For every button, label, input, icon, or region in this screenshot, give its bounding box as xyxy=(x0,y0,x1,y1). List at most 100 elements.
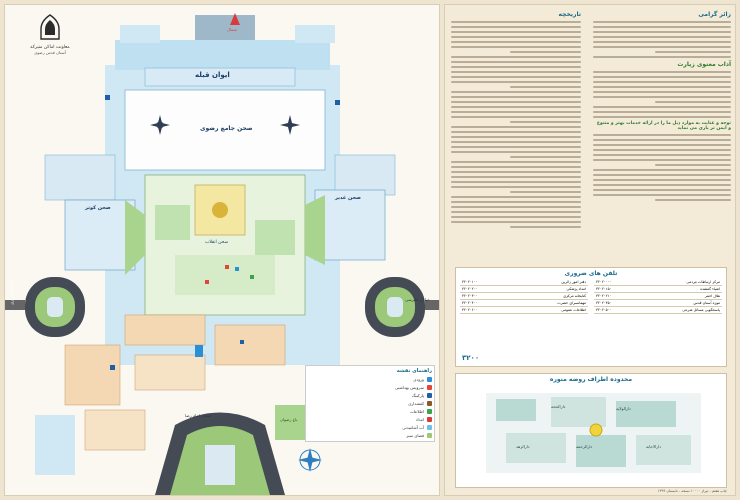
text-line xyxy=(451,66,581,68)
legend-label: امداد xyxy=(415,416,424,422)
label-kowsar-courtyard: صحن کوثر xyxy=(85,205,111,211)
legend-title: راهنمای نقشه xyxy=(396,368,432,374)
points-title: زائر گرامی xyxy=(698,11,731,18)
text-line xyxy=(593,169,731,171)
legend-label: فضای سبز xyxy=(406,432,424,438)
text-line xyxy=(593,189,731,191)
text-line xyxy=(451,196,581,198)
text-line xyxy=(593,106,731,108)
text-line xyxy=(593,111,731,113)
legend-label: ورودی xyxy=(413,376,424,382)
text-line xyxy=(451,36,581,38)
points-column: زائر گرامی آداب معنوی زیارت توجه و عنایت… xyxy=(593,11,731,241)
legend-label: اطلاعات xyxy=(409,408,424,414)
text-line xyxy=(593,154,731,156)
history-column: تاریخچه xyxy=(451,11,581,241)
phone-number: ۳۲۰۲۰۰۰۰ xyxy=(596,280,612,284)
phone-row: امداد پزشکی ۳۲۰۲۰۲۰۰ xyxy=(460,286,588,293)
legend-item: سرویس بهداشتی xyxy=(308,383,432,391)
text-line xyxy=(593,179,731,181)
text-line xyxy=(593,159,731,161)
text-line xyxy=(451,56,581,58)
phone-number: ۳۲۰۲۰۲۰۰ xyxy=(462,287,478,291)
south-building-1 xyxy=(124,314,206,346)
legend-swatch xyxy=(427,416,432,422)
text-line xyxy=(451,151,581,153)
surround-label: دارالولایه xyxy=(616,406,631,411)
text-line xyxy=(593,36,731,38)
map-markers xyxy=(105,95,340,370)
text-line xyxy=(593,71,731,73)
text-line xyxy=(451,216,581,218)
south-building-2 xyxy=(214,324,286,366)
text-line xyxy=(451,46,581,48)
text-line xyxy=(593,149,731,151)
text-line xyxy=(593,26,731,28)
phone-name: هلال احمر xyxy=(704,294,720,298)
legend-label: پارکینگ xyxy=(411,392,424,398)
phone-name: کتابخانه مرکزی xyxy=(563,294,586,298)
points-title-3: توجه و عنایت به موارد ذیل ما را در ارائه… xyxy=(596,121,731,131)
phone-name: موزه آستان قدس xyxy=(693,301,720,305)
courtyard-ornaments xyxy=(150,115,300,135)
legend-swatch xyxy=(427,376,432,382)
phone-number: ۳۲۰۲۰۶۰۰ xyxy=(462,308,478,312)
text-line xyxy=(655,101,731,103)
south-building-5 xyxy=(84,409,146,451)
phone-number: ۳۲۰۲۰۱۵۰ xyxy=(596,287,612,291)
surroundings-map xyxy=(486,393,701,473)
text-line xyxy=(593,56,731,58)
north-structure xyxy=(195,15,255,40)
legend-swatch xyxy=(427,424,432,430)
text-line xyxy=(451,166,581,168)
text-line xyxy=(451,96,581,98)
legend-item: کفشداری xyxy=(308,399,432,407)
text-line xyxy=(509,121,581,123)
legend-swatch xyxy=(427,432,432,438)
compass-icon xyxy=(298,448,322,472)
text-line xyxy=(451,136,581,138)
text-line xyxy=(451,186,581,188)
text-line xyxy=(593,144,731,146)
haram-map xyxy=(5,13,439,495)
legend-label: سرویس بهداشتی xyxy=(394,384,424,390)
text-line xyxy=(451,206,581,208)
surround-label: دارالاجابه xyxy=(646,444,662,449)
phone-name: امداد پزشکی xyxy=(566,287,586,291)
legend-swatch xyxy=(427,408,432,414)
phone-name: دفتر امور زائرین xyxy=(561,280,586,284)
points-text-lines-1 xyxy=(593,21,731,58)
label-tabarsi-street: خیابان طبرسی xyxy=(405,297,430,302)
text-line xyxy=(655,199,731,201)
phone-number: ۳۲۰۲۰۵۰۰ xyxy=(596,308,612,312)
history-title: تاریخچه xyxy=(558,11,582,18)
text-line xyxy=(451,106,581,108)
logo-block: معاونت اماکن متبرکه آستان قدس رضوی xyxy=(15,13,85,58)
ghadir-courtyard xyxy=(314,189,386,261)
golden-dome xyxy=(212,202,228,218)
astan-quds-logo-icon xyxy=(40,14,60,40)
text-line xyxy=(509,156,581,158)
qibla-iwan xyxy=(144,67,296,87)
surround-label: دارالرحمه xyxy=(576,444,593,449)
surround-label: دارالزهد xyxy=(516,444,530,449)
legend-item: امداد xyxy=(308,415,432,423)
east-wing xyxy=(334,154,396,196)
text-line xyxy=(593,91,731,93)
text-line xyxy=(451,221,581,223)
label-ghadir-courtyard: صحن غدیر xyxy=(335,195,361,201)
text-line xyxy=(509,86,581,88)
text-line xyxy=(451,21,581,23)
text-line xyxy=(593,81,731,83)
text-line xyxy=(451,31,581,33)
text-line xyxy=(451,161,581,163)
text-line xyxy=(451,211,581,213)
jame-courtyard xyxy=(124,89,326,171)
